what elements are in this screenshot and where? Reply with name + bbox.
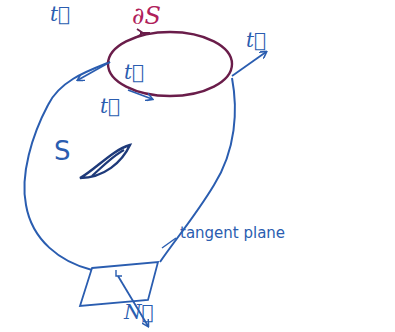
boundary-label: ∂S bbox=[132, 4, 161, 28]
orientation-arrow bbox=[140, 32, 150, 34]
right-angle-mark bbox=[116, 270, 122, 276]
tangent-plane bbox=[80, 262, 158, 306]
surface-label: S bbox=[54, 138, 71, 164]
vector-label: t⃗ bbox=[100, 96, 120, 116]
tangent-vector bbox=[232, 52, 266, 76]
surface-hole bbox=[92, 150, 124, 176]
plane-label: tangent plane bbox=[180, 226, 285, 241]
leader-line bbox=[162, 238, 176, 248]
boundary-curve bbox=[108, 32, 232, 96]
vector-label: t⃗ bbox=[246, 30, 266, 50]
tangent-vector bbox=[78, 62, 110, 80]
vector-label: t⃗ bbox=[50, 4, 70, 24]
tangent-vector bbox=[128, 90, 152, 99]
vector-label: t⃗ bbox=[124, 62, 144, 82]
surface-hole bbox=[80, 145, 130, 178]
vector-label: N⃗ bbox=[124, 302, 154, 322]
